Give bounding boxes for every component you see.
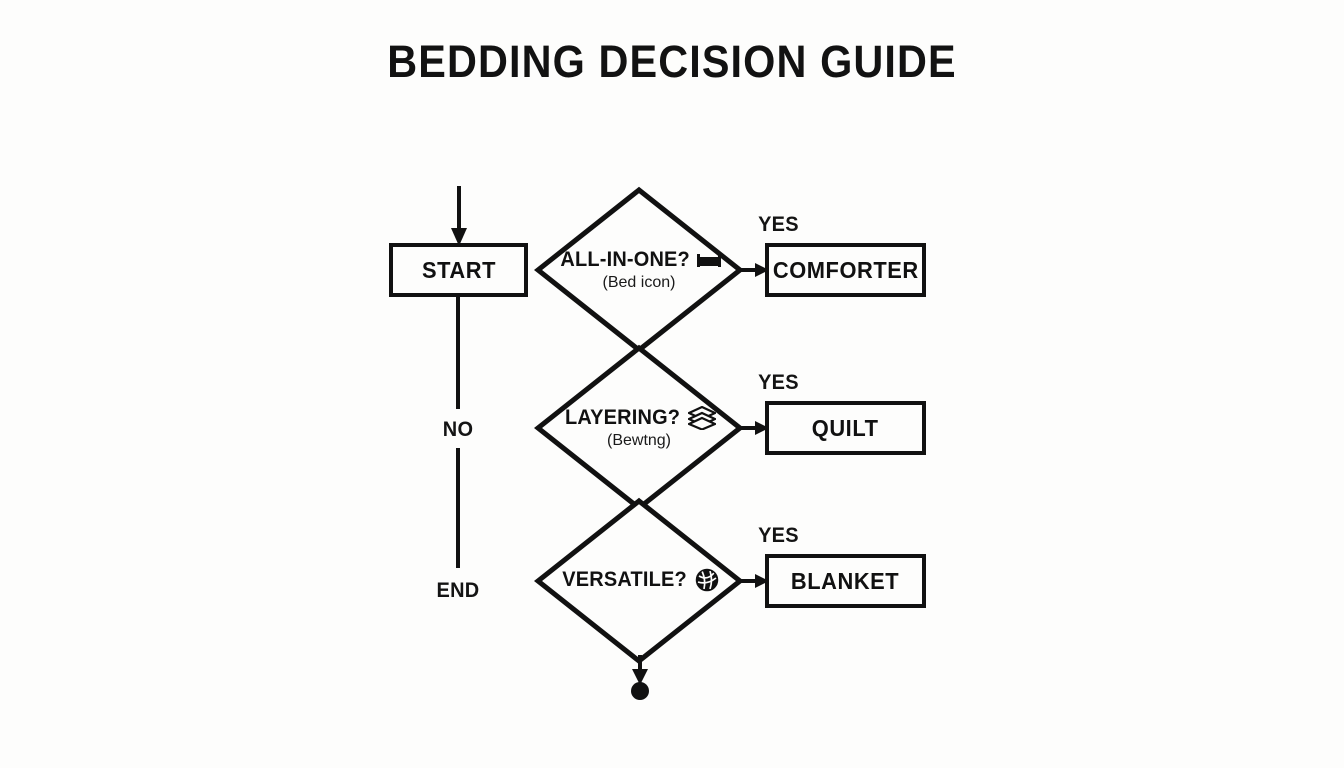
diamond-outline: [534, 186, 744, 354]
diamond-outline: [534, 344, 744, 512]
edge-label-yes-comforter: YES: [758, 213, 799, 236]
terminal-dot: [631, 682, 649, 700]
arrow-yes-quilt: [737, 421, 769, 435]
arrow-yes-blanket: [737, 574, 769, 588]
decision-versatile[interactable]: VERSATILE?: [534, 497, 744, 665]
start-box-label: START: [421, 256, 496, 283]
outcome-quilt-box[interactable]: QUILT: [765, 401, 926, 455]
outcome-comforter-box[interactable]: COMFORTER: [765, 243, 926, 297]
edge-label-yes-blanket: YES: [758, 524, 799, 547]
edge-label-yes-quilt: YES: [758, 371, 799, 394]
outcome-blanket-box[interactable]: BLANKET: [765, 554, 926, 608]
no-branch-line-lower: [456, 448, 460, 568]
decision-layering[interactable]: LAYERING? (Bewtng): [534, 344, 744, 512]
arrow-to-terminal: [632, 655, 648, 685]
decision-all-in-one[interactable]: ALL-IN-ONE? (Bed icon): [534, 186, 744, 354]
end-label: END: [436, 579, 480, 602]
outcome-comforter-label: COMFORTER: [772, 256, 919, 283]
diamond-outline: [534, 497, 744, 665]
arrow-yes-comforter: [737, 263, 769, 277]
outcome-quilt-label: QUILT: [812, 414, 879, 441]
no-branch-line-upper: [456, 297, 460, 409]
edge-label-no: NO: [442, 418, 474, 441]
page-title: BEDDING DECISION GUIDE: [387, 36, 957, 87]
outcome-blanket-label: BLANKET: [791, 567, 900, 594]
start-box[interactable]: START: [389, 243, 528, 297]
entry-arrow: [451, 186, 467, 246]
